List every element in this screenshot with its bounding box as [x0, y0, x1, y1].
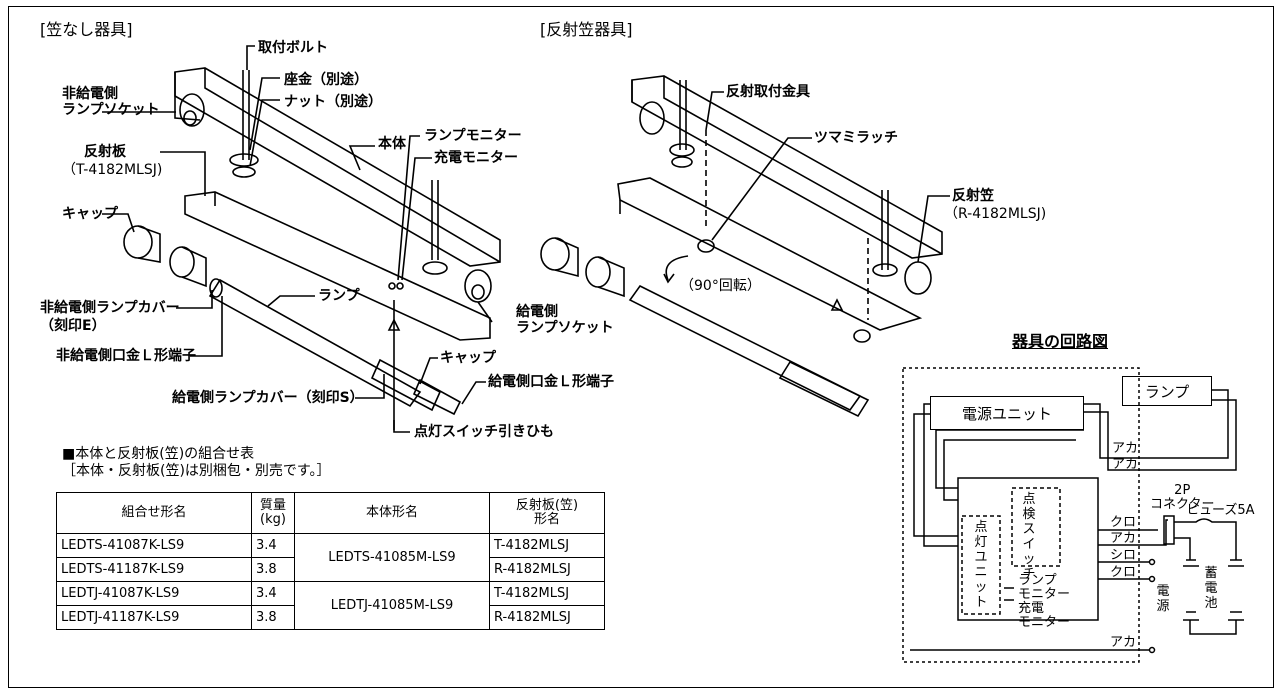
cell-body: LEDTS-41085M-LS9	[294, 533, 490, 582]
circuit-power-unit-box: 電源ユニット	[930, 396, 1084, 430]
table-row: LEDTJ-41187K-LS9 3.8 R-4182MLSJ	[56, 605, 605, 630]
section-title-reflector: [反射笠器具]	[540, 20, 633, 39]
circuit-lighting-unit: 点灯ユニット	[974, 520, 988, 610]
label-non-feed-cover: 非給電側ランプカバー	[40, 300, 180, 316]
cell-combo: LEDTS-41187K-LS9	[56, 557, 252, 582]
cell-mass: 3.4	[251, 533, 295, 558]
table-title-line1: ■本体と反射板(笠)の組合せ表	[62, 446, 255, 462]
label-cap-left: キャップ	[62, 206, 118, 222]
cell-combo: LEDTJ-41187K-LS9	[56, 605, 252, 630]
label-non-feed-socket: 非給電側 ランプソケット	[62, 86, 160, 118]
wire-aka-2: アカ	[1112, 457, 1139, 472]
wire-aka-3: アカ	[1110, 531, 1137, 546]
label-knob-latch: ツマミラッチ	[814, 130, 898, 146]
label-body: 本体	[378, 136, 406, 152]
label-reflector-shade-model: （R-4182MLSJ)	[944, 206, 1047, 222]
circuit-lamp-box: ランプ	[1122, 376, 1212, 406]
label-feed-terminal: 給電側口金Ｌ形端子	[488, 374, 614, 390]
table-title: ■本体と反射板(笠)の組合せ表 ［本体・反射板(笠)は別梱包・別売です。］	[62, 446, 331, 480]
label-nut: ナット（別途）	[284, 94, 382, 110]
table-title-line2: ［本体・反射板(笠)は別梱包・別売です。］	[62, 463, 331, 479]
wire-aka-4: アカ	[1110, 635, 1137, 650]
circuit-lamp-monitor: ランプ モニター	[1018, 573, 1071, 602]
wire-shiro: シロ	[1110, 548, 1137, 563]
cell-reflector: T-4182MLSJ	[489, 581, 605, 606]
circuit-check-switch: 点検スイッチ	[1022, 492, 1036, 582]
circuit-battery: 蓄電池	[1204, 566, 1218, 611]
header-reflector: 反射板(笠) 形名	[489, 492, 605, 534]
circuit-lamp-label: ランプ	[1144, 382, 1190, 401]
combination-table: 組合せ形名 質量 (kg) 本体形名 反射板(笠) 形名 LEDTS-41087…	[56, 492, 605, 630]
cell-body: LEDTJ-41085M-LS9	[294, 581, 490, 630]
label-non-feed-cover-mark: （刻印E）	[40, 318, 106, 334]
label-lamp: ランプ	[318, 288, 360, 304]
label-cap-right: キャップ	[440, 350, 496, 366]
cell-reflector: T-4182MLSJ	[489, 533, 605, 558]
label-lamp-monitor: ランプモニター	[424, 128, 522, 144]
label-charge-monitor: 充電モニター	[434, 150, 518, 166]
header-combo: 組合せ形名	[56, 492, 252, 534]
label-non-feed-terminal: 非給電側口金Ｌ形端子	[56, 348, 196, 364]
circuit-charge-monitor: 充電 モニター	[1018, 601, 1071, 630]
label-washer: 座金（別途）	[284, 72, 368, 88]
header-mass: 質量 (kg)	[251, 492, 295, 534]
table-row: LEDTJ-41087K-LS9 3.4 LEDTJ-41085M-LS9 T-…	[56, 581, 605, 630]
cell-combo: LEDTJ-41087K-LS9	[56, 581, 252, 606]
label-reflector-plate: 反射板	[84, 144, 126, 160]
label-reflector-bracket: 反射取付金具	[726, 84, 810, 100]
wire-kuro-2: クロ	[1110, 565, 1137, 580]
cell-combo: LEDTS-41087K-LS9	[56, 533, 252, 558]
cell-reflector: R-4182MLSJ	[489, 605, 605, 630]
circuit-power: 電源	[1156, 584, 1170, 614]
circuit-title: 器具の回路図	[1012, 332, 1109, 351]
circuit-power-unit-label: 電源ユニット	[961, 404, 1052, 423]
circuit-connector: 2P コネクター	[1150, 483, 1215, 512]
cell-mass: 3.4	[251, 581, 295, 606]
label-feed-cover: 給電側ランプカバー（刻印S）	[172, 390, 364, 406]
label-reflector-shade: 反射笠	[952, 188, 994, 204]
header-body: 本体形名	[294, 492, 490, 534]
label-rotate: （90°回転）	[680, 278, 761, 294]
label-mount-bolt: 取付ボルト	[258, 40, 328, 56]
circuit-fuse: ヒューズ5A	[1186, 503, 1255, 518]
section-title-no-shade: [笠なし器具]	[40, 20, 133, 39]
wire-aka-1: アカ	[1112, 441, 1139, 456]
wire-kuro-1: クロ	[1110, 515, 1137, 530]
label-pull-switch: 点灯スイッチ引きひも	[414, 424, 554, 440]
page-frame	[8, 6, 1274, 688]
label-feed-socket: 給電側 ランプソケット	[516, 304, 614, 336]
cell-reflector: R-4182MLSJ	[489, 557, 605, 582]
cell-mass: 3.8	[251, 557, 295, 582]
label-reflector-plate-model: （T-4182MLSJ)	[62, 162, 163, 178]
cell-mass: 3.8	[251, 605, 295, 630]
table-header-row: 組合せ形名 質量 (kg) 本体形名 反射板(笠) 形名	[56, 492, 605, 534]
table-row: LEDTS-41087K-LS9 3.4 LEDTS-41085M-LS9 T-…	[56, 533, 605, 582]
